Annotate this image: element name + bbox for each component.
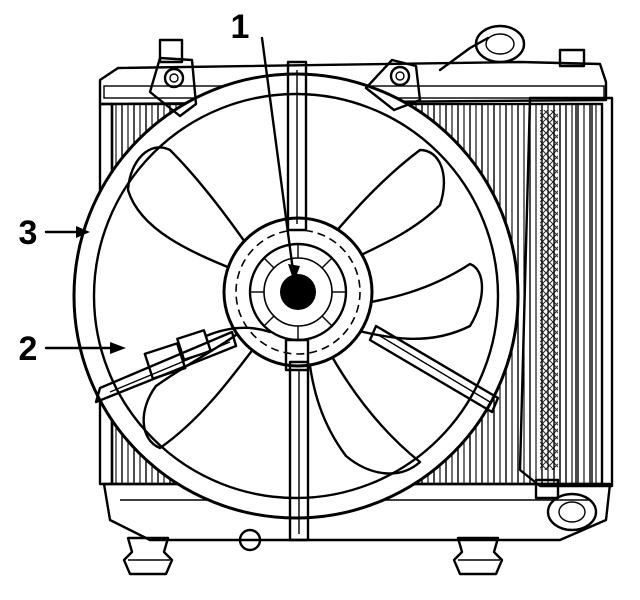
fan-blade-upper-left bbox=[126, 146, 258, 274]
fan-blade-upper-right bbox=[318, 148, 446, 270]
shroud-mount-ear-left bbox=[148, 56, 198, 118]
callout-fan-motor: 1 bbox=[231, 8, 250, 46]
mount-foot-left bbox=[122, 536, 174, 576]
upper-hose-neck bbox=[438, 36, 490, 72]
motor-brace bbox=[94, 60, 500, 542]
motor-shaft bbox=[280, 274, 316, 310]
mount-foot-right bbox=[452, 536, 504, 576]
drain-plug bbox=[238, 528, 262, 552]
fan-blade-lower-right bbox=[306, 344, 422, 475]
callout-leaders bbox=[44, 36, 300, 354]
wire-connector bbox=[143, 326, 272, 380]
shroud-mount-ear-right bbox=[364, 58, 422, 112]
radiator-bottom-tank bbox=[102, 482, 612, 542]
callout-fan-shroud: 3 bbox=[19, 214, 38, 252]
callout-fan-blade: 2 bbox=[19, 330, 38, 368]
radiator-side-tank bbox=[518, 96, 614, 488]
